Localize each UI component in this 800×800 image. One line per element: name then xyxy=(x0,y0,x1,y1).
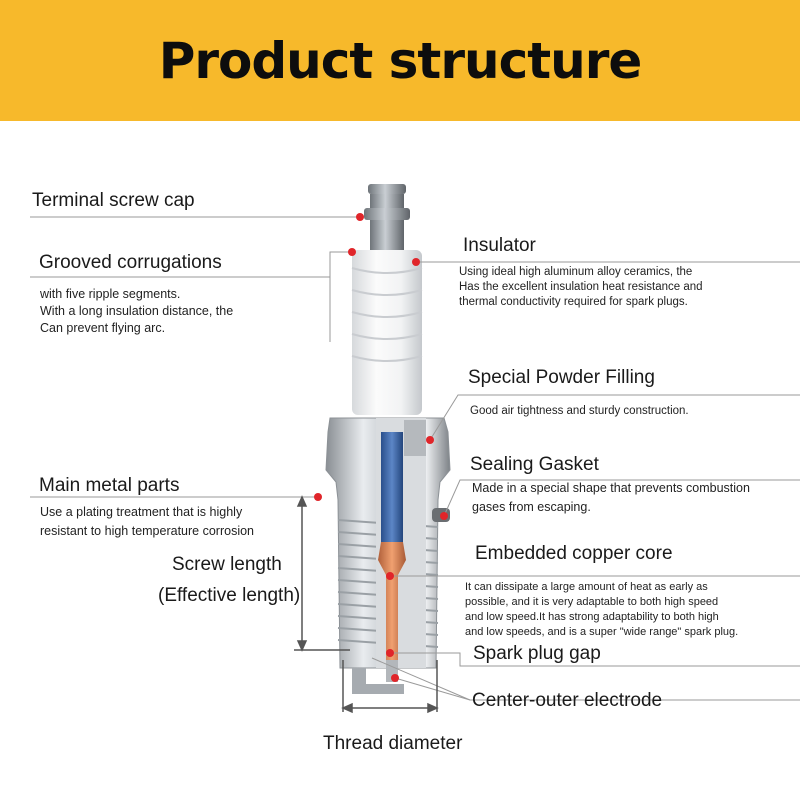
desc-line: It can dissipate a large amount of heat … xyxy=(465,581,708,593)
desc-line: and low speeds, and is a super "wide ran… xyxy=(465,626,739,638)
desc-special-powder-filling: Good air tightness and sturdy constructi… xyxy=(470,403,689,420)
blue-core-shape xyxy=(381,432,403,542)
desc-embedded-copper-core: It can dissipate a large amount of heat … xyxy=(465,580,738,640)
desc-line: with five ripple segments. xyxy=(40,287,181,301)
desc-main-metal-parts: Use a plating treatment that is highly r… xyxy=(40,503,254,541)
label-main-metal-parts: Main metal parts xyxy=(39,475,180,496)
desc-line: Made in a special shape that prevents co… xyxy=(472,481,750,495)
desc-line: thermal conductivity required for spark … xyxy=(459,296,688,308)
label-center-outer-electrode: Center-outer electrode xyxy=(472,690,663,711)
page-title: Product structure xyxy=(158,31,643,90)
marker-terminal xyxy=(356,213,364,221)
insulator-shape xyxy=(351,250,423,415)
label-sealing-gasket: Sealing Gasket xyxy=(470,454,599,475)
desc-line: resistant to high temperature corrosion xyxy=(40,524,254,538)
marker-electrode xyxy=(391,674,399,682)
desc-line: gases from escaping. xyxy=(472,500,591,514)
marker-insulator xyxy=(412,258,420,266)
label-insulator: Insulator xyxy=(463,235,536,256)
marker-metal xyxy=(314,493,322,501)
desc-line: and low speed.It has strong adaptability… xyxy=(465,611,719,623)
screw-length-dimension xyxy=(294,495,350,652)
label-terminal-screw-cap: Terminal screw cap xyxy=(32,190,195,211)
desc-line: Using ideal high aluminum alloy ceramics… xyxy=(459,266,693,278)
desc-line: possible, and it is very adaptable to bo… xyxy=(465,596,719,608)
label-screw-length: Screw length xyxy=(172,554,282,575)
desc-sealing-gasket: Made in a special shape that prevents co… xyxy=(472,479,750,517)
title-banner: Product structure xyxy=(0,0,800,121)
marker-dots xyxy=(314,213,448,682)
label-thread-diameter: Thread diameter xyxy=(323,733,463,754)
desc-line: Can prevent flying arc. xyxy=(40,321,166,335)
marker-powder xyxy=(426,436,434,444)
label-embedded-copper-core: Embedded copper core xyxy=(475,543,673,564)
desc-insulator: Using ideal high aluminum alloy ceramics… xyxy=(459,265,703,310)
desc-line: Good air tightness and sturdy constructi… xyxy=(470,405,689,417)
label-special-powder-filling: Special Powder Filling xyxy=(468,367,655,388)
label-effective-length: (Effective length) xyxy=(158,585,301,606)
spark-plug-illustration xyxy=(325,184,451,694)
thread-diameter-dimension xyxy=(341,660,439,714)
desc-line: With a long insulation distance, the xyxy=(40,304,234,318)
marker-gasket xyxy=(440,512,448,520)
marker-grooved xyxy=(348,248,356,256)
desc-line: Has the excellent insulation heat resist… xyxy=(459,281,703,293)
ground-electrode-shape xyxy=(352,668,404,694)
label-grooved-corrugations: Grooved corrugations xyxy=(39,252,222,273)
spark-plug-diagram xyxy=(30,184,800,714)
powder-filling-shape xyxy=(404,420,426,456)
desc-line: Use a plating treatment that is highly xyxy=(40,505,243,519)
terminal-cap-shape xyxy=(368,184,406,194)
leader-lines xyxy=(30,216,800,701)
label-spark-plug-gap: Spark plug gap xyxy=(473,643,601,664)
copper-core-shape xyxy=(378,542,406,660)
desc-grooved-corrugations: with five ripple segments. With a long i… xyxy=(40,286,233,337)
marker-gap xyxy=(386,649,394,657)
marker-copper xyxy=(386,572,394,580)
